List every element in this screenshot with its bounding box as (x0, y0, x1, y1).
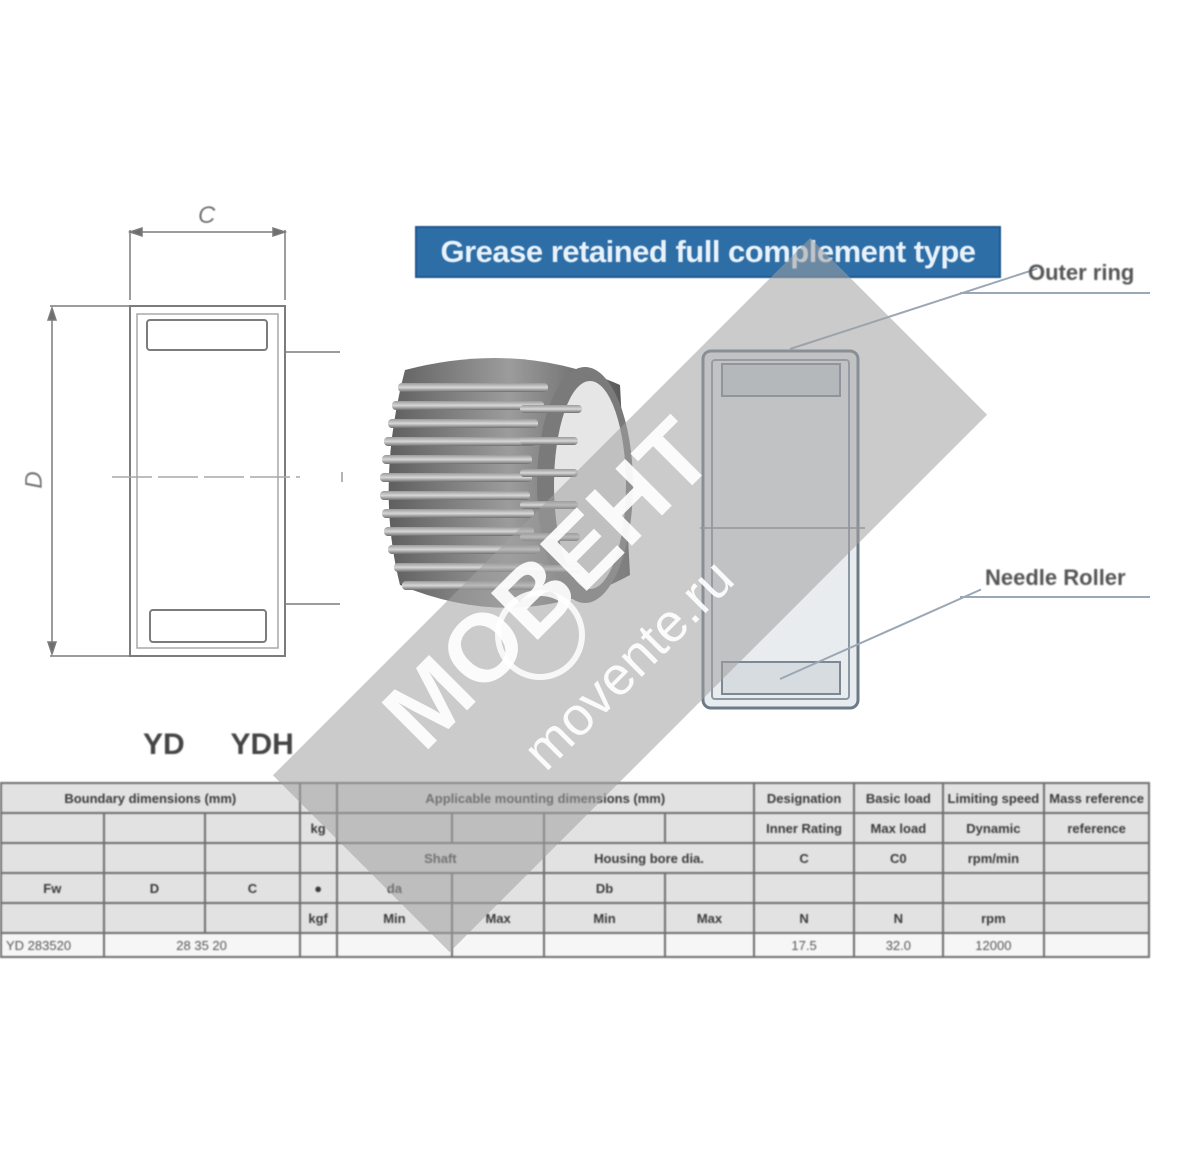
header-c-width: C (204, 872, 301, 904)
header-kgf: kgf (298, 902, 338, 934)
table-header-row-4: Fw D C ● da Db (0, 872, 1150, 904)
header-fw: Fw (0, 872, 105, 904)
type-labels: YD YDH (143, 728, 318, 762)
bearing-section-drawing (46, 226, 343, 657)
header-max-2: Max (664, 902, 755, 934)
dim-label-outer-diameter: D (20, 471, 48, 489)
table-header-row-5: kgf Min Max Min Max N N rpm (0, 902, 1150, 934)
technical-drawing: C D (20, 190, 360, 680)
header-designation: Designation (752, 782, 856, 814)
subheader-reference: reference (1043, 812, 1150, 844)
header-housing-bore: Housing bore dia. (543, 842, 755, 874)
header-boundary-dimensions: Boundary dimensions (mm) (0, 782, 301, 814)
header-basic-load: Basic load (853, 782, 944, 814)
cell-speed: 12000 (941, 932, 1046, 958)
header-min-2: Min (543, 902, 667, 934)
header-n: N (752, 902, 856, 934)
header-mass-reference: Mass reference (1043, 782, 1150, 814)
header-limiting-speed: Limiting speed (941, 782, 1046, 814)
subheader-max-load: Max load (853, 812, 944, 844)
cell-load-c0: 32.0 (853, 932, 944, 958)
header-c: C (752, 842, 856, 874)
header-d: D (102, 872, 207, 904)
table-header-row-3: Shaft Housing bore dia. C C0 rpm/min (0, 842, 1150, 874)
dim-label-width: C (198, 202, 216, 229)
table-row: YD 283520 28 35 20 17.5 32.0 12000 (0, 932, 1150, 958)
cell-load-c: 17.5 (752, 932, 856, 958)
header-c0: C0 (853, 842, 944, 874)
underline-needle-roller (960, 596, 1150, 598)
subheader-dynamic: Dynamic (941, 812, 1046, 844)
header-speed: rpm/min (941, 842, 1046, 874)
type-label-yd: YD (143, 728, 185, 761)
watermark-logo (495, 590, 585, 680)
callout-needle-roller: Needle Roller (985, 565, 1126, 590)
header-n-2: N (853, 902, 944, 934)
header-symbol: ● (298, 872, 338, 904)
type-label-ydh: YDH (230, 728, 294, 761)
callout-outer-ring: Outer ring (1028, 260, 1135, 285)
type-title-banner: Grease retained full complement type (415, 226, 1001, 278)
cell-dimensions: 28 35 20 (102, 932, 301, 958)
header-rpm: rpm (941, 902, 1046, 934)
subheader-inner-rating: Inner Rating (752, 812, 856, 844)
header-db: Db (543, 872, 667, 904)
underline-outer-ring (960, 292, 1150, 294)
cell-designation: YD 283520 (0, 932, 105, 958)
